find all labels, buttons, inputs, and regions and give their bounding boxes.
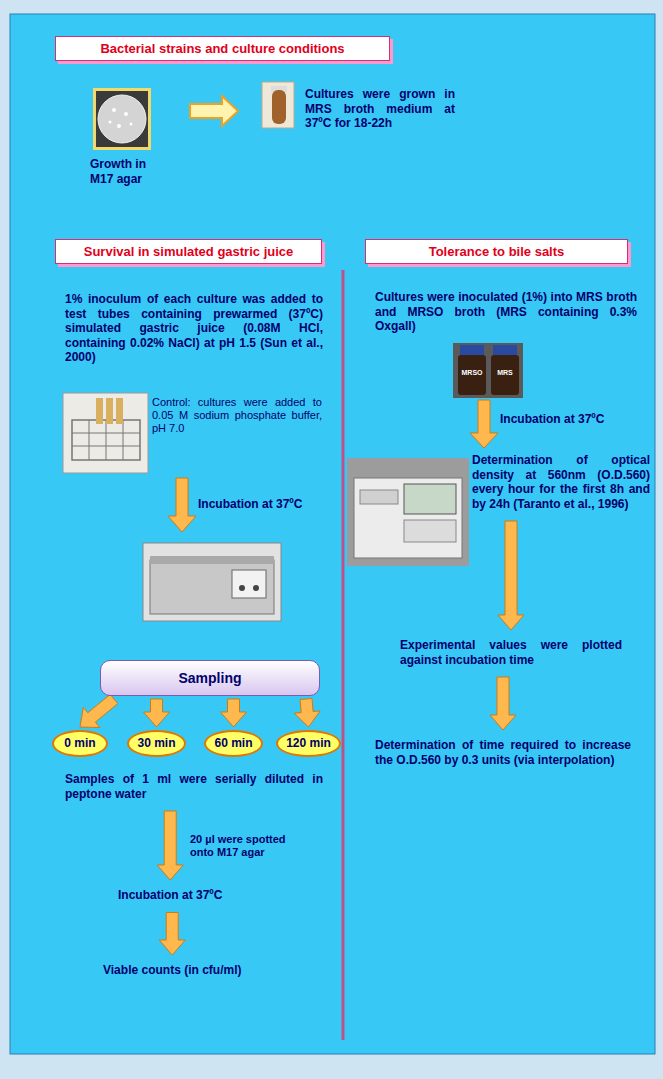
node-text: Sampling: [178, 671, 241, 686]
culture-tube-photo: [262, 82, 294, 128]
step-text: 1% inoculum of each culture was added to…: [65, 292, 323, 365]
tube: [116, 398, 123, 424]
bottle-label: MRS: [491, 368, 519, 377]
node-text: 30 min: [137, 736, 175, 751]
step-text: Incubation at 37ºC: [118, 888, 222, 903]
broth-bottles-photo: [453, 343, 523, 398]
photo-frame: [262, 82, 294, 128]
instrument-body: [354, 478, 462, 558]
photo-frame: [347, 458, 469, 566]
main-panel: [10, 14, 655, 1054]
node-text: 60 min: [214, 736, 252, 751]
node-text: Experimental values were plotted against…: [400, 638, 622, 667]
node-text: Incubation at 37ºC: [118, 888, 222, 903]
bottle-label: MRSO: [458, 368, 486, 377]
time-oval: 60 min: [204, 730, 263, 757]
step-text: Determination of time required to increa…: [375, 738, 631, 767]
node-text: Determination of optical density at 560n…: [472, 453, 650, 511]
colony: [124, 112, 128, 116]
control-note: Control: cultures were added to 0.05 M s…: [152, 396, 322, 435]
tube-rack-photo: [63, 393, 148, 473]
node-text: 0 min: [64, 736, 95, 751]
rack-wire: [123, 420, 124, 460]
step-text: Samples of 1 ml were serially diluted in…: [65, 772, 323, 801]
arrow-label: Incubation at 37ºC: [500, 412, 604, 427]
step-text: Experimental values were plotted against…: [400, 638, 622, 667]
colony: [130, 123, 133, 126]
node-text: Viable counts (in cfu/ml): [103, 963, 241, 978]
time-oval: 120 min: [276, 730, 341, 757]
step-text: Cultures were grown in MRS broth medium …: [305, 87, 455, 131]
colony: [109, 121, 112, 124]
step-text: Cultures were inoculated (1%) into MRS b…: [375, 290, 637, 334]
colony: [112, 108, 116, 112]
cuvette-lid: [360, 490, 398, 504]
photo-frame: [93, 88, 151, 150]
rack-wire: [106, 420, 107, 460]
column-divider: [342, 270, 345, 1040]
photo-frame: [143, 543, 281, 621]
flow-arrow: [498, 521, 524, 630]
arrow-label: 20 µl were spotted onto M17 agar: [190, 833, 310, 859]
flow-arrow: [470, 400, 498, 448]
arrow-label: Incubation at 37ºC: [198, 497, 302, 512]
section-header: Bacterial strains and culture conditions: [55, 36, 390, 61]
node-text: Tolerance to bile salts: [429, 244, 565, 259]
flow-arrow: [144, 699, 170, 727]
flow-arrow: [294, 699, 320, 728]
photo-frame: [63, 393, 148, 473]
sampling-box: Sampling: [100, 660, 320, 696]
keypad: [404, 520, 456, 542]
node-text: Samples of 1 ml were serially diluted in…: [65, 772, 323, 801]
flow-arrow: [490, 677, 516, 730]
petri-dish: [98, 95, 146, 143]
bottle-cap: [493, 345, 517, 355]
bottle-cap: [460, 345, 484, 355]
time-oval: 30 min: [127, 730, 186, 757]
step-text: Viable counts (in cfu/ml): [103, 963, 241, 978]
step-text: Determination of optical density at 560n…: [472, 453, 650, 511]
rack-wire: [89, 420, 90, 460]
control-panel: [232, 570, 266, 598]
instrument-screen: [404, 484, 456, 514]
petri-dish-photo: [93, 88, 151, 150]
section-header: Survival in simulated gastric juice: [55, 239, 322, 264]
flow-arrow: [190, 96, 238, 126]
image-caption: Growth in M17 agar: [90, 157, 165, 186]
bottle: [458, 355, 486, 395]
section-header: Tolerance to bile salts: [365, 239, 628, 264]
tube: [106, 398, 113, 424]
node-text: 120 min: [286, 736, 331, 751]
node-text: Bacterial strains and culture conditions: [100, 41, 344, 56]
flow-arrow: [159, 913, 185, 956]
flow-arrow: [80, 694, 118, 727]
photo-ground: [96, 91, 148, 147]
colony: [117, 124, 121, 128]
time-oval: 0 min: [52, 730, 108, 757]
spectrophotometer-photo: [347, 458, 469, 566]
tube: [96, 398, 103, 424]
bottle: [491, 355, 519, 395]
bath-rim: [150, 556, 274, 564]
rack-wire: [72, 420, 140, 460]
knob: [253, 585, 259, 591]
node-text: Survival in simulated gastric juice: [84, 244, 294, 259]
flow-arrow: [157, 811, 183, 880]
photo-frame: [453, 343, 523, 398]
water-bath-photo: [143, 543, 281, 621]
knob: [239, 585, 245, 591]
flow-arrow: [221, 699, 247, 727]
node-text: Determination of time required to increa…: [375, 738, 631, 767]
bath-body: [150, 560, 274, 614]
flow-arrow: [168, 478, 196, 532]
tube-broth: [272, 90, 286, 124]
